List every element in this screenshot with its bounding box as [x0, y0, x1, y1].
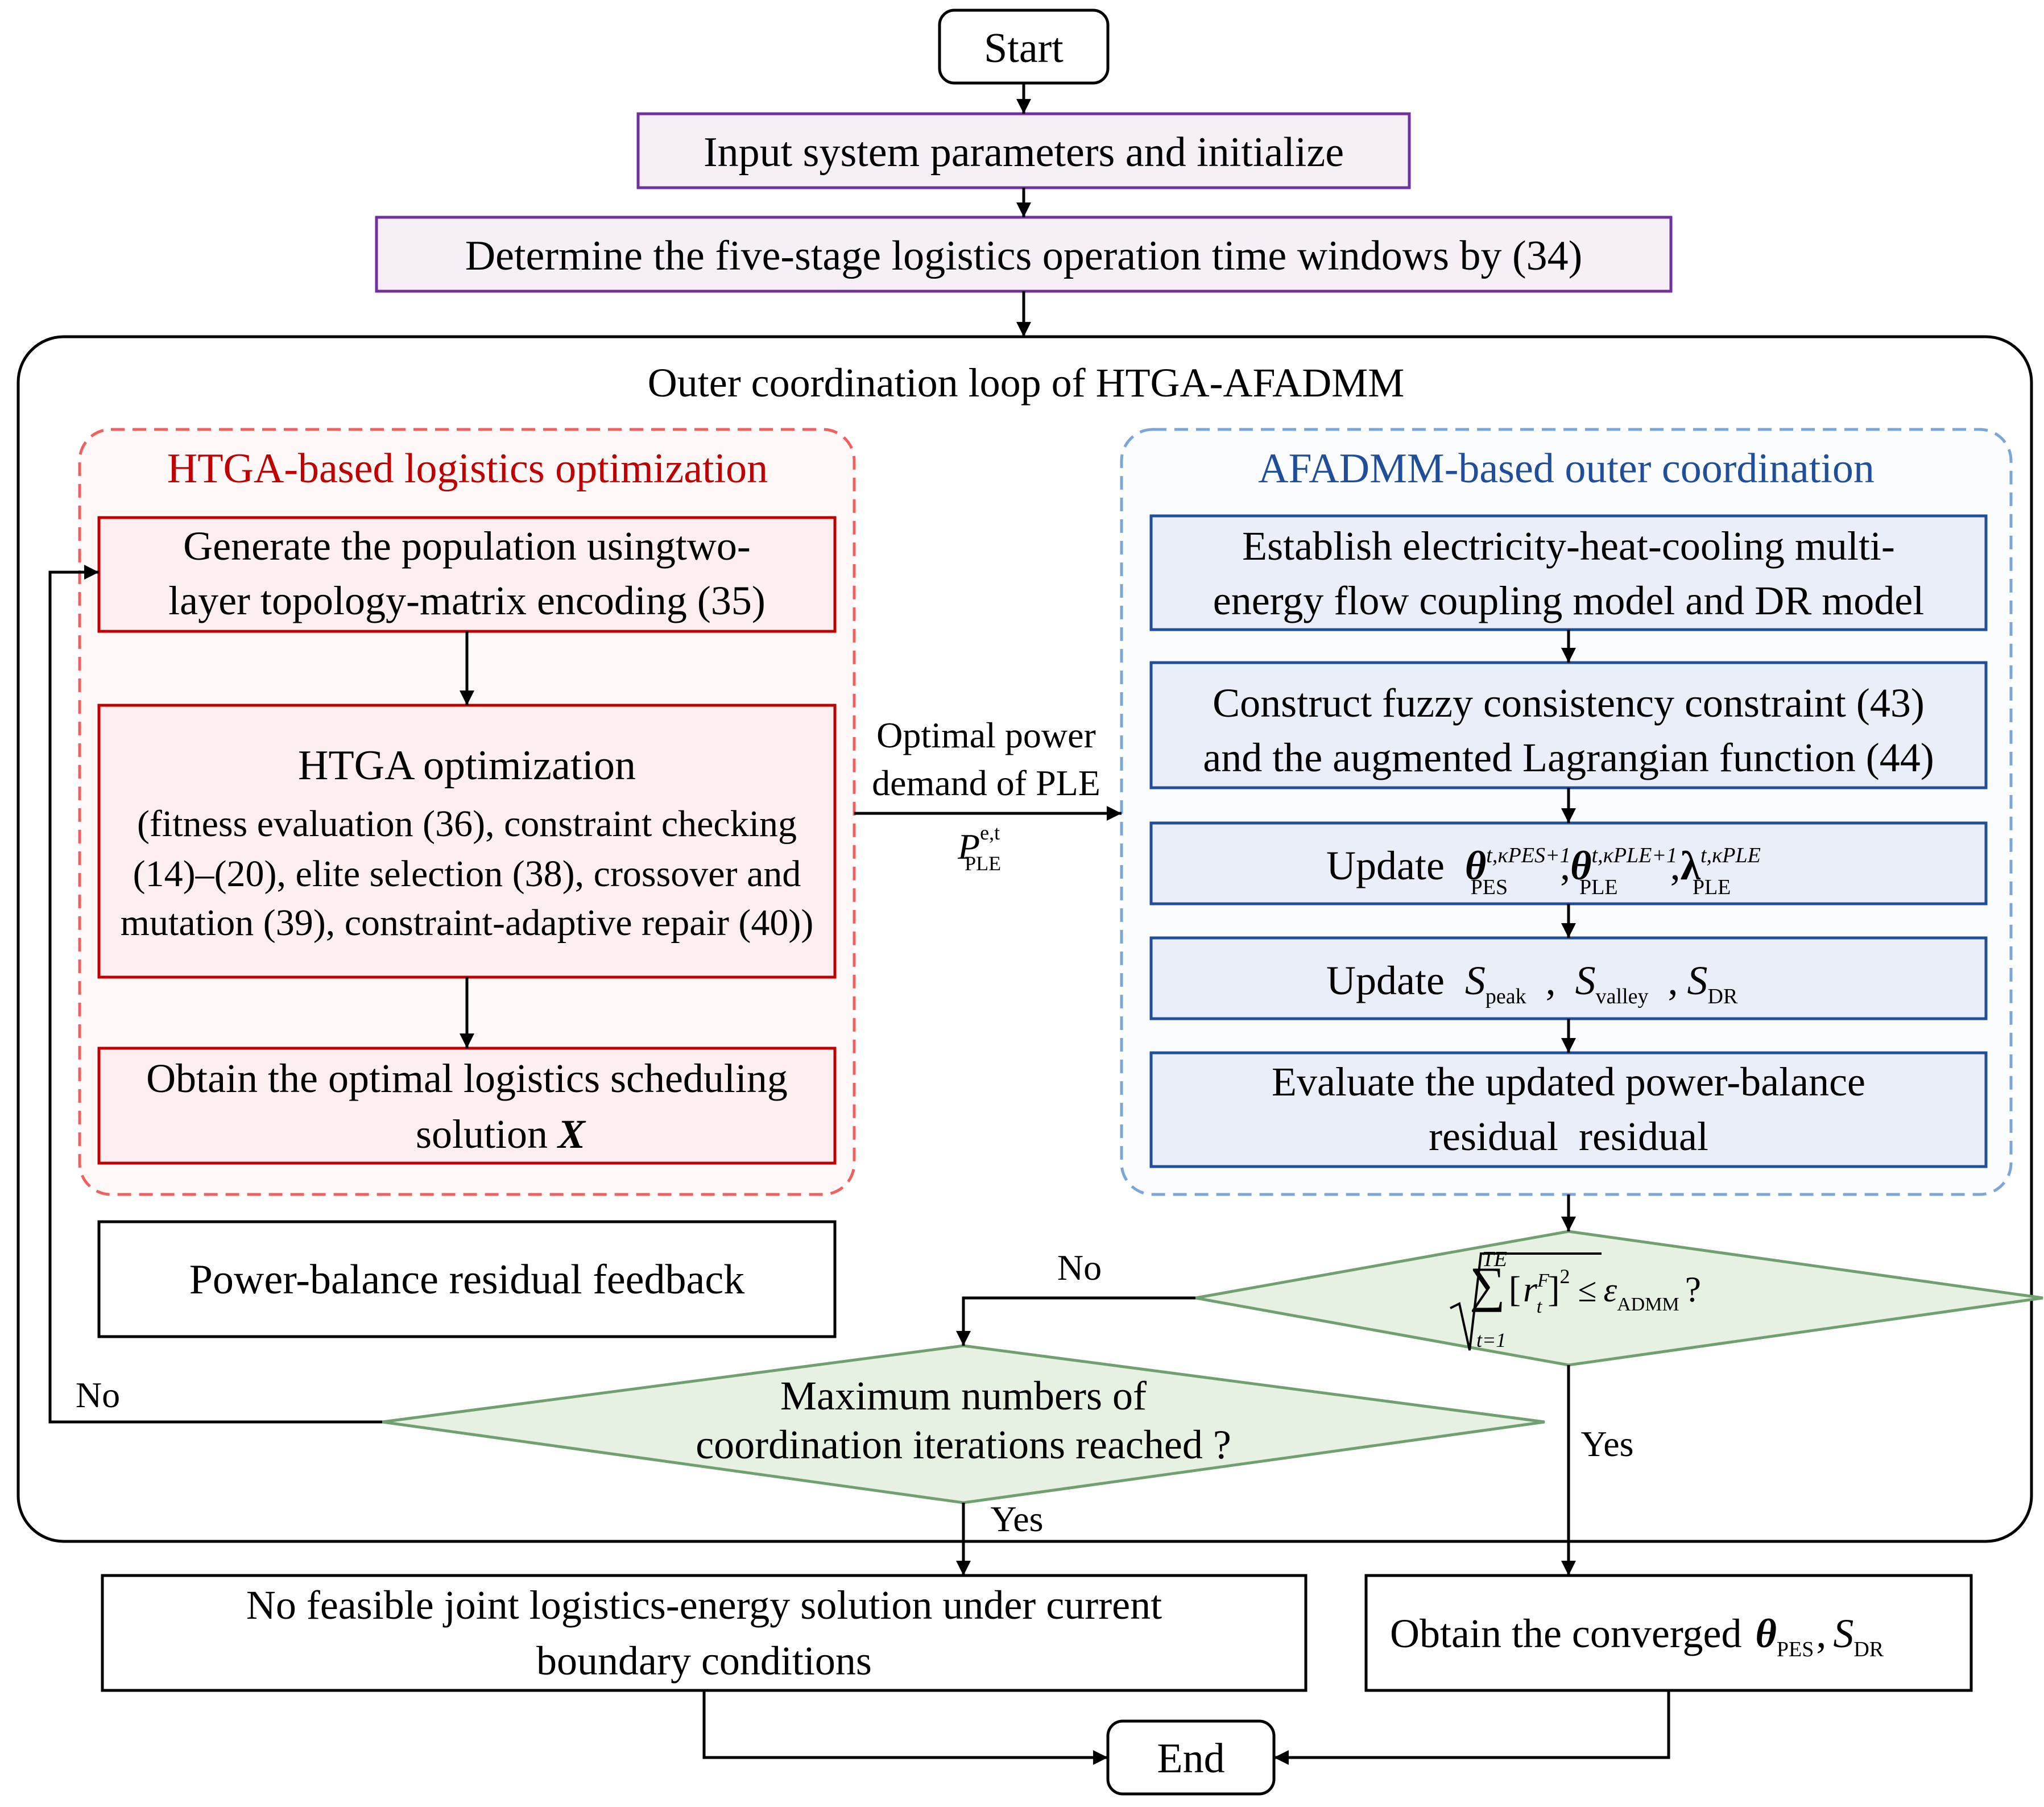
- residual-power: 2: [1560, 1265, 1570, 1288]
- separator-4: ,: [1668, 958, 1678, 1003]
- establish-model-line2: energy flow coupling model and DR model: [1213, 578, 1924, 623]
- feedback-label: Power-balance residual feedback: [189, 1256, 744, 1303]
- construct-constraint-line1: Construct fuzzy consistency constraint (…: [1213, 680, 1925, 726]
- theta-ple-superscript: t,κPLE+1: [1592, 843, 1678, 867]
- generate-population-line1: Generate the population usingtwo-: [183, 523, 751, 569]
- sum-lower-limit: t=1: [1476, 1329, 1506, 1351]
- lambda-ple-symbol: λ: [1681, 843, 1701, 888]
- htga-optimization-line2: (14)–(20), elite selection (38), crossov…: [133, 853, 801, 895]
- transfer-symbol-superscript: e,t: [980, 821, 1000, 844]
- arrow-no-feasible-to-end: [702, 1690, 1108, 1765]
- separator-1: ,: [1560, 843, 1570, 888]
- label-max-iter-yes: Yes: [990, 1499, 1043, 1539]
- theta-ple-subscript: PLE: [1579, 875, 1618, 899]
- converged-theta-symbol: θ: [1755, 1611, 1776, 1656]
- update-multipliers-label: Update: [1326, 843, 1445, 888]
- transfer-label-line1: Optimal power: [876, 715, 1096, 755]
- htga-optimization-line3: mutation (39), constraint-adaptive repai…: [121, 902, 814, 944]
- left-bracket: [: [1509, 1269, 1521, 1309]
- obtain-schedule-line2: solution X: [416, 1111, 586, 1157]
- end-label: End: [1157, 1735, 1224, 1782]
- s-peak-subscript: peak: [1486, 985, 1526, 1008]
- evaluate-residual-box: [1149, 1051, 1988, 1168]
- converged-s-subscript: DR: [1853, 1638, 1884, 1661]
- convergence-question-mark: ?: [1685, 1269, 1701, 1309]
- residual-subscript: t: [1537, 1296, 1543, 1317]
- sum-upper-limit: TE: [1482, 1247, 1507, 1271]
- establish-model-line1: Establish electricity-heat-cooling multi…: [1242, 523, 1895, 569]
- lambda-ple-subscript: PLE: [1693, 875, 1731, 899]
- arrow-convergence-no-to-max-iter: [956, 1296, 1195, 1346]
- s-valley-subscript: valley: [1596, 985, 1649, 1008]
- label-max-iter-no: No: [76, 1375, 120, 1415]
- epsilon-symbol: ε: [1603, 1271, 1617, 1309]
- update-indices-box: [1149, 936, 1988, 1020]
- start-label: Start: [984, 25, 1064, 72]
- label-convergence-yes: Yes: [1580, 1424, 1633, 1464]
- s-dr-symbol: S: [1687, 958, 1708, 1003]
- s-dr-subscript: DR: [1708, 985, 1738, 1008]
- residual-symbol: r: [1523, 1269, 1538, 1309]
- theta-pes-subscript: PES: [1471, 875, 1508, 899]
- obtain-schedule-line1: Obtain the optimal logistics scheduling: [146, 1056, 788, 1101]
- label-convergence-no: No: [1057, 1247, 1102, 1288]
- max-iterations-line2: coordination iterations reached ?: [696, 1422, 1231, 1467]
- no-feasible-line1: No feasible joint logistics-energy solut…: [246, 1582, 1162, 1628]
- solution-variable: X: [557, 1111, 586, 1157]
- converged-s-symbol: S: [1833, 1611, 1853, 1656]
- evaluate-residual-line1: Evaluate the updated power-balance: [1272, 1059, 1865, 1105]
- s-valley-symbol: S: [1575, 958, 1596, 1003]
- residual-superscript: F: [1537, 1270, 1550, 1291]
- theta-ple-symbol: θ: [1570, 843, 1591, 888]
- afadmm-panel-title: AFADMM-based outer coordination: [1258, 445, 1875, 492]
- separator-3: ,: [1546, 958, 1556, 1003]
- transfer-symbol-base: P: [957, 826, 980, 867]
- s-peak-symbol: S: [1465, 958, 1486, 1003]
- no-feasible-box: [101, 1574, 1308, 1692]
- arrow-max-iter-no-to-generate: [48, 565, 382, 1424]
- right-bracket: ]: [1548, 1269, 1559, 1309]
- update-indices-label: Update: [1326, 958, 1445, 1003]
- obtain-converged-row: Obtain the converged θPES,SDR: [1390, 1611, 1884, 1661]
- transfer-symbol-subscript: PLE: [965, 852, 1001, 875]
- htga-optimization-line1: (fitness evaluation (36), constraint che…: [137, 803, 797, 845]
- epsilon-subscript: ADMM: [1617, 1294, 1679, 1315]
- establish-model-box: [1149, 514, 1988, 631]
- lambda-ple-superscript: t,κPLE: [1700, 843, 1761, 867]
- input-label: Input system parameters and initialize: [704, 129, 1344, 176]
- obtain-converged-text: Obtain the converged: [1390, 1611, 1741, 1656]
- theta-pes-superscript: t,κPES+1: [1486, 843, 1570, 867]
- time-windows-label: Determine the five-stage logistics opera…: [465, 233, 1583, 279]
- leq-sign: ≤: [1578, 1271, 1597, 1309]
- construct-constraint-line2: and the augmented Lagrangian function (4…: [1203, 735, 1934, 780]
- evaluate-residual-line2: residual residual: [1429, 1114, 1708, 1159]
- input-box: [636, 112, 1411, 189]
- htga-optimization-title: HTGA optimization: [298, 742, 636, 789]
- square-root-sign: [1450, 1252, 1602, 1351]
- separator-5: ,: [1816, 1611, 1826, 1656]
- obtain-schedule-line2-text: solution: [416, 1111, 548, 1157]
- separator-2: ,: [1670, 843, 1681, 888]
- arrow-obtain-to-end: [1274, 1690, 1670, 1765]
- no-feasible-line2: boundary conditions: [536, 1638, 872, 1684]
- generate-population-line2: layer topology-matrix encoding (35): [168, 578, 766, 623]
- htga-panel-title: HTGA-based logistics optimization: [167, 445, 768, 492]
- feedback-box: [97, 1220, 837, 1338]
- theta-pes-symbol: θ: [1465, 843, 1486, 888]
- max-iterations-line1: Maximum numbers of: [780, 1373, 1147, 1419]
- transfer-label-line2: demand of PLE: [872, 763, 1100, 803]
- converged-theta-subscript: PES: [1777, 1638, 1814, 1661]
- obtain-schedule-box: [97, 1047, 837, 1165]
- outer-loop-title: Outer coordination loop of HTGA-AFADMM: [648, 360, 1405, 406]
